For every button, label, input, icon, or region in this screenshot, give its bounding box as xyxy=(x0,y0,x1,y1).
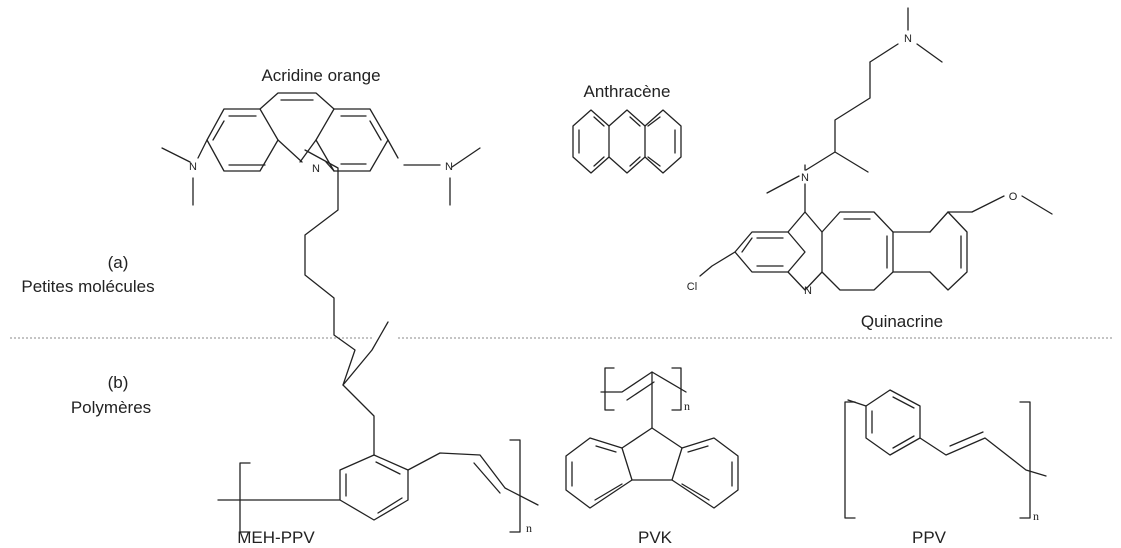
quinacrine-methoxy-oxygen: O xyxy=(1009,191,1018,203)
quinacrine-label: Quinacrine xyxy=(861,312,943,331)
acridine-orange-label: Acridine orange xyxy=(261,66,380,85)
quinacrine-ring-nitrogen: N xyxy=(804,285,812,297)
acridine-orange-bonds xyxy=(161,92,481,206)
acridine-orange-right-amine: N xyxy=(445,161,453,173)
acridine-orange-structure: N N N xyxy=(161,92,481,206)
quinacrine-chlorine: Cl xyxy=(687,281,697,293)
anthracene-structure xyxy=(572,109,682,174)
section-a-label: Petites molécules xyxy=(21,277,154,296)
meh-ppv-structure xyxy=(217,149,539,533)
acridine-orange-left-amine: N xyxy=(189,161,197,173)
ppv-subscript: n xyxy=(1033,509,1039,523)
ppv-label: PPV xyxy=(912,528,947,547)
meh-ppv-label: MEH-PPV xyxy=(237,528,315,547)
ppv-structure xyxy=(844,389,1047,519)
quinacrine-top-amine: N xyxy=(904,33,912,45)
section-a-letter: (a) xyxy=(108,253,129,272)
meh-ppv-subscript: n xyxy=(526,521,532,535)
quinacrine-structure xyxy=(699,7,1053,291)
pvk-subscript: n xyxy=(684,399,690,413)
pvk-structure xyxy=(565,367,739,509)
section-b-letter: (b) xyxy=(108,373,129,392)
pvk-label: PVK xyxy=(638,528,673,547)
anthracene-label: Anthracène xyxy=(584,82,671,101)
section-b-label: Polymères xyxy=(71,398,151,417)
quinacrine-chain-amine: N xyxy=(801,172,809,184)
acridine-orange-ring-nitrogen: N xyxy=(312,163,320,175)
